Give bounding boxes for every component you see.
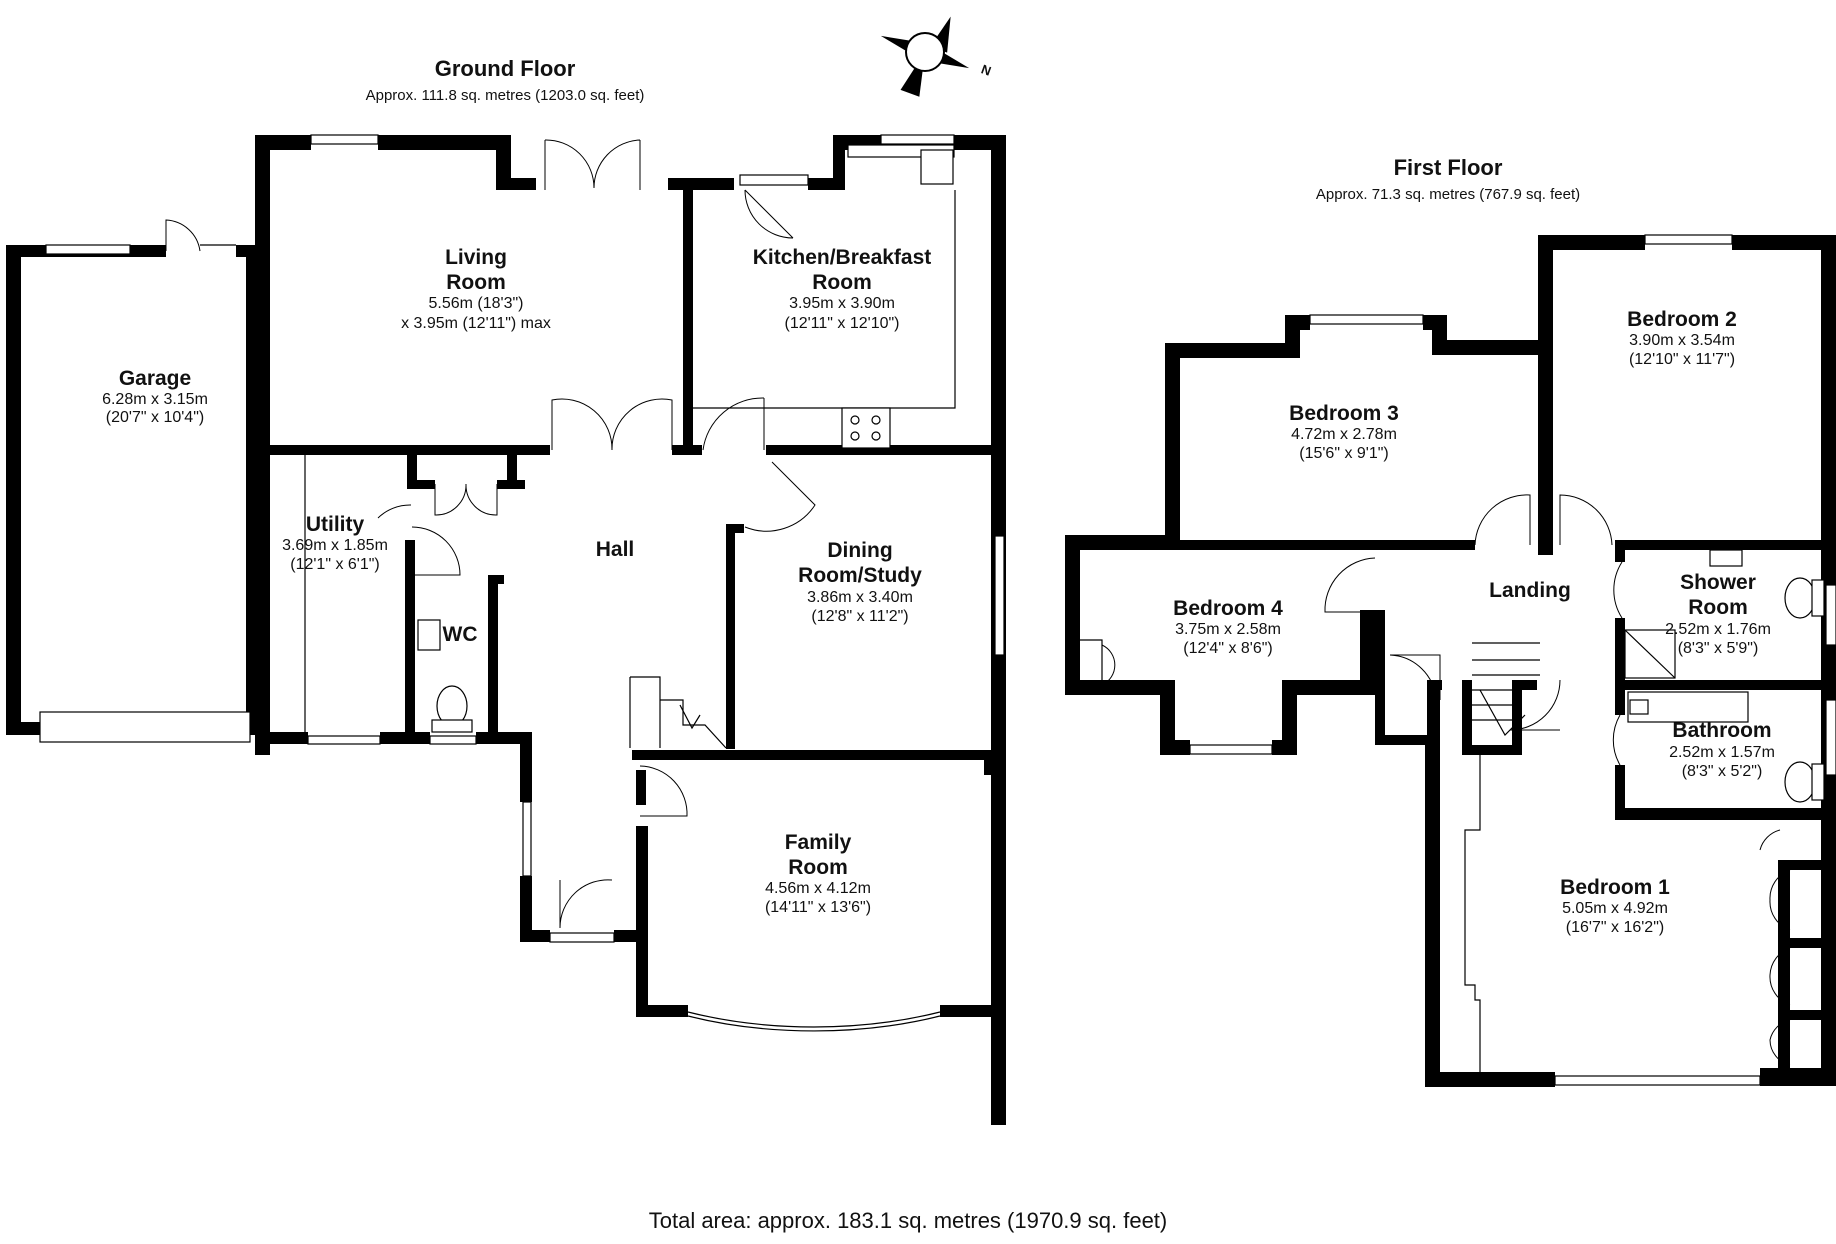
room-name-bedroom-2: Bedroom 2 (1627, 308, 1737, 331)
room-name-family: Room (788, 856, 848, 879)
room-name-living-room: Living (445, 246, 507, 269)
first-floor-walls (1065, 235, 1836, 1087)
compass-north-label: N (979, 61, 993, 78)
room-dims-living-room: 5.56m (18'3") (429, 295, 524, 312)
window (549, 932, 615, 943)
window (310, 134, 379, 145)
room-labels: Garage 6.28m x 3.15m (20'7" x 10'4") Liv… (102, 246, 1775, 936)
room-name-bedroom-4: Bedroom 4 (1173, 597, 1283, 620)
room-dims-utility: 3.69m x 1.85m (282, 537, 388, 554)
room-dims-family: (14'11" x 13'6") (765, 899, 871, 916)
sink-icon (920, 149, 954, 185)
room-dims-utility: (12'1" x 6'1") (290, 556, 380, 573)
room-name-kitchen: Room (812, 271, 872, 294)
room-dims-bedroom-3: (15'6" x 9'1") (1299, 445, 1389, 462)
bath-icon (1627, 691, 1749, 723)
window (1309, 314, 1424, 325)
room-dims-garage: 6.28m x 3.15m (102, 391, 208, 408)
room-dims-shower-room: 2.52m x 1.76m (1665, 621, 1771, 638)
room-dims-family: 4.56m x 4.12m (765, 880, 871, 897)
room-name-utility: Utility (306, 513, 365, 536)
toilet-icon (1784, 577, 1816, 619)
room-name-garage: Garage (119, 367, 191, 390)
total-area: Total area: approx. 183.1 sq. metres (19… (649, 1208, 1168, 1233)
basin-icon (417, 619, 441, 651)
room-name-shower-room: Shower (1680, 571, 1756, 594)
room-name-bedroom-3: Bedroom 3 (1289, 402, 1399, 425)
room-dims-dining: (12'8" x 11'2") (811, 608, 908, 625)
window (880, 134, 955, 145)
window (1825, 699, 1836, 776)
compass-icon: N (880, 16, 993, 97)
room-dims-kitchen: (12'11" x 12'10") (784, 315, 899, 332)
window (1554, 1075, 1761, 1086)
room-dims-bathroom: 2.52m x 1.57m (1669, 744, 1775, 761)
room-dims-living-room: x 3.95m (12'11") max (401, 315, 551, 332)
room-name-dining: Dining (827, 539, 892, 562)
window (522, 801, 532, 877)
room-name-shower-room: Room (1688, 596, 1748, 619)
room-dims-kitchen: 3.95m x 3.90m (789, 295, 895, 312)
room-name-wc: WC (443, 623, 478, 646)
room-dims-bedroom-4: 3.75m x 2.58m (1175, 621, 1281, 638)
hob-icon (841, 407, 891, 449)
room-dims-bedroom-1: 5.05m x 4.92m (1562, 900, 1668, 917)
room-name-bedroom-1: Bedroom 1 (1560, 876, 1670, 899)
window (1825, 584, 1836, 646)
room-name-landing: Landing (1489, 579, 1571, 602)
room-dims-shower-room: (8'3" x 5'9") (1678, 640, 1759, 657)
window (994, 535, 1005, 656)
first-floor-details (1080, 234, 1836, 1086)
room-dims-garage: (20'7" x 10'4") (106, 409, 204, 426)
room-name-dining: Room/Study (798, 564, 922, 587)
room-dims-dining: 3.86m x 3.40m (807, 589, 913, 606)
ground-floor-walls (6, 135, 1006, 1125)
basin-icon (1709, 549, 1743, 567)
window (1644, 234, 1733, 245)
window (1189, 744, 1273, 755)
room-dims-bedroom-1: (16'7" x 16'2") (1566, 919, 1664, 936)
ground-floor-details (39, 134, 1005, 1032)
room-dims-bedroom-3: 4.72m x 2.78m (1291, 426, 1397, 443)
window (429, 735, 477, 745)
room-dims-bedroom-2: 3.90m x 3.54m (1629, 332, 1735, 349)
room-dims-bathroom: (8'3" x 5'2") (1682, 763, 1763, 780)
window (45, 244, 131, 255)
first-floor-title: First Floor (1394, 155, 1503, 180)
toilet-icon (1784, 761, 1816, 803)
room-dims-bedroom-2: (12'10" x 11'7") (1629, 351, 1735, 368)
ground-floor-area: Approx. 111.8 sq. metres (1203.0 sq. fee… (366, 87, 645, 104)
room-name-kitchen: Kitchen/Breakfast (753, 246, 932, 269)
room-name-living-room: Room (446, 271, 506, 294)
ground-floor-title: Ground Floor (435, 56, 576, 81)
room-name-bathroom: Bathroom (1672, 719, 1771, 742)
room-name-family: Family (785, 831, 852, 854)
room-name-hall: Hall (596, 538, 635, 561)
garage-door (39, 711, 251, 743)
window (307, 735, 381, 745)
first-floor-area: Approx. 71.3 sq. metres (767.9 sq. feet) (1316, 186, 1580, 203)
room-dims-bedroom-4: (12'4" x 8'6") (1183, 640, 1273, 657)
